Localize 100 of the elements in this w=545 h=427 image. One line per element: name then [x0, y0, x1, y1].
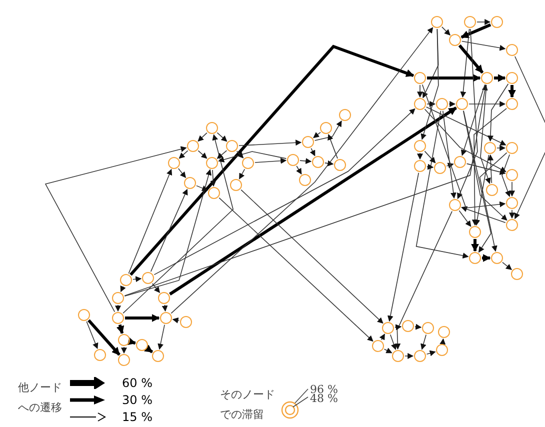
arrow: [476, 19, 491, 25]
arrow: [460, 84, 486, 156]
arrow: [124, 169, 212, 296]
arrow: [115, 304, 121, 312]
arrow: [426, 164, 434, 170]
arrow: [198, 132, 208, 142]
arrow: [310, 148, 316, 156]
arrow: [124, 84, 488, 296]
arrow: [514, 56, 545, 220]
arrow: [424, 108, 506, 172]
arrow: [127, 337, 136, 346]
arrow: [254, 158, 287, 164]
arrow: [150, 188, 188, 272]
arrow: [218, 151, 287, 162]
arrow: [426, 350, 436, 356]
arrow: [390, 334, 397, 350]
arrow: [460, 28, 470, 98]
arrow: [238, 140, 302, 146]
arrow: [446, 162, 454, 168]
arrow: [509, 210, 515, 219]
arrow: [324, 160, 334, 166]
arrow: [466, 163, 506, 175]
arrow: [169, 106, 457, 296]
arrow: [468, 101, 506, 107]
arrow: [300, 158, 312, 164]
arrow: [474, 154, 490, 226]
arrow: [414, 324, 422, 330]
arrow: [509, 182, 515, 197]
arrow: [170, 27, 434, 314]
arrow: [296, 166, 302, 174]
legend-label: 96 %: [310, 385, 338, 395]
arrow: [488, 154, 494, 184]
arrow: [442, 110, 456, 199]
arrow: [420, 334, 426, 350]
arrow: [172, 318, 180, 324]
arrow: [44, 146, 187, 312]
arrow: [496, 145, 506, 151]
arrow: [132, 276, 142, 282]
arrow: [210, 170, 216, 187]
arrow: [120, 285, 126, 292]
arrow: [472, 108, 507, 226]
arrow: [487, 84, 509, 142]
arrow: [463, 110, 492, 253]
arrow: [128, 168, 172, 274]
arrow: [178, 150, 188, 159]
arrow: [426, 101, 436, 107]
arrow: [387, 172, 420, 322]
arrow: [471, 239, 479, 252]
arrow: [314, 120, 342, 141]
arrow: [482, 254, 491, 262]
arrow: [196, 185, 208, 191]
arrow: [440, 338, 446, 345]
arrow: [178, 168, 186, 178]
arrow: [448, 101, 456, 107]
arrow: [88, 319, 120, 356]
legend-label: 48 %: [310, 394, 338, 404]
arrow: [162, 304, 168, 312]
arrow: [394, 324, 402, 330]
legend-title: そのノードでの滞留: [220, 387, 276, 423]
arrow: [417, 152, 423, 160]
arrow: [379, 334, 385, 340]
arrow: [216, 150, 228, 159]
arrow: [458, 210, 472, 227]
arrow: [420, 28, 439, 140]
legend-label: 15 %: [122, 410, 152, 424]
arrow: [404, 353, 414, 359]
arrow: [116, 324, 124, 334]
arrow: [479, 152, 508, 252]
arrow: [424, 150, 436, 164]
arrow: [458, 44, 484, 74]
arrow: [130, 44, 414, 276]
arrow: [218, 197, 374, 342]
arrow: [154, 108, 416, 276]
arrow: [158, 324, 165, 350]
legend-label: 30 %: [122, 393, 152, 407]
arrow: [461, 206, 506, 224]
arrow: [121, 346, 127, 354]
legend-label: 60 %: [122, 376, 152, 390]
arrow: [238, 168, 246, 180]
arrow: [427, 74, 481, 82]
arrow: [508, 85, 516, 98]
arrow: [125, 314, 160, 322]
arrow: [384, 348, 392, 354]
arrow: [422, 84, 506, 208]
arrow: [502, 154, 511, 197]
arrow: [122, 134, 234, 314]
arrow: [236, 150, 244, 158]
arrow: [426, 106, 506, 146]
arrow: [462, 110, 508, 221]
arrow: [313, 132, 321, 138]
arrow: [494, 74, 506, 82]
arrow: [457, 28, 478, 200]
arrow: [152, 283, 160, 293]
arrow: [462, 40, 506, 51]
arrow: [480, 84, 491, 184]
arrow: [216, 132, 228, 142]
legend-title: 他ノードへの遷移: [18, 380, 63, 416]
arrow: [198, 150, 208, 159]
arrow: [240, 189, 384, 324]
arrow: [442, 26, 450, 36]
